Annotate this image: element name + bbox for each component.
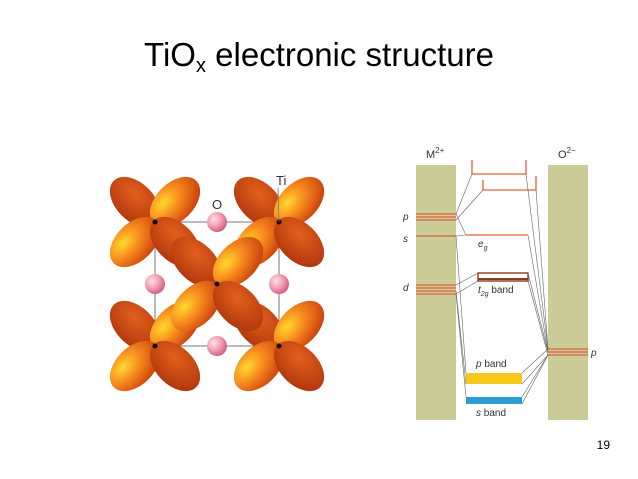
orbital-lattice-diagram: Ti O xyxy=(109,173,325,392)
title-main: TiO xyxy=(144,36,196,73)
title-subscript: x xyxy=(195,55,206,77)
ti-nucleus xyxy=(152,219,158,225)
metal-ion-label: M2+ xyxy=(426,146,445,161)
t2g-band-label: t2g band xyxy=(478,285,514,298)
t2g-band xyxy=(477,272,529,282)
o-atom-label: O xyxy=(212,197,222,212)
ti-orbital-bottom-right xyxy=(233,300,325,392)
ti-nucleus xyxy=(214,281,220,287)
s-band-label: s band xyxy=(476,408,506,419)
oxygen-atom-left xyxy=(145,274,165,294)
p-band xyxy=(466,373,522,384)
title-rest: electronic structure xyxy=(205,36,494,73)
page-number: 19 xyxy=(596,438,610,452)
ti-label-leader xyxy=(277,187,280,223)
oxygen-level-label-p: p xyxy=(590,348,597,359)
level-label-d: d xyxy=(403,283,409,294)
oxygen-atom-right xyxy=(269,274,289,294)
ti-orbital-center xyxy=(170,236,264,332)
slide-title: TiOx electronic structure xyxy=(0,36,638,78)
oxygen-atom-bottom xyxy=(207,336,227,356)
metal-d-level xyxy=(416,284,456,295)
oxygen-ion-label: O2− xyxy=(558,146,576,161)
eg-band-label: eg xyxy=(478,239,488,252)
oxygen-column xyxy=(548,165,588,420)
ti-nucleus xyxy=(276,343,282,349)
p-band-label: p band xyxy=(475,359,507,370)
metal-p-level xyxy=(416,213,456,221)
metal-column xyxy=(416,165,456,420)
ti-atom-label: Ti xyxy=(276,173,286,188)
oxygen-p-level xyxy=(548,348,588,356)
upper-bands xyxy=(466,160,537,236)
level-label-p: p xyxy=(402,212,409,223)
level-label-s: s xyxy=(403,234,408,245)
band-structure-diagram: M2+ O2− p s d p xyxy=(402,146,597,420)
ti-nucleus xyxy=(152,343,158,349)
oxygen-atom-top xyxy=(207,212,227,232)
s-band xyxy=(466,397,522,404)
correlation-lines xyxy=(455,173,549,405)
